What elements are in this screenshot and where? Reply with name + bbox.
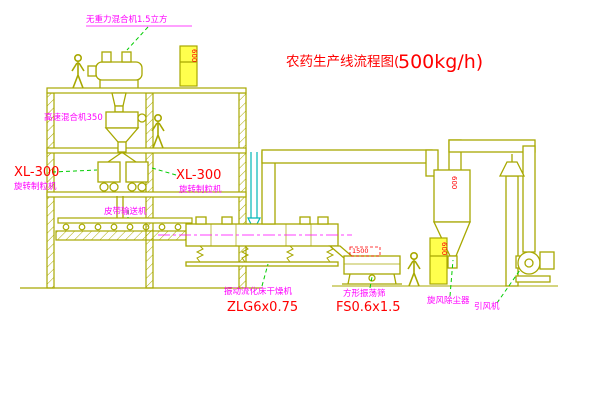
cabinet-top-text: 600: [190, 49, 198, 62]
label-sieve-dimension: 1500: [352, 247, 369, 255]
cyclone-size-text: 600: [450, 176, 458, 189]
worker-figure: [151, 114, 165, 149]
cyclone-separator: [432, 169, 471, 269]
title-capacity: 500kg/h): [398, 51, 483, 73]
label-square-sieve: 方形振荡筛: [343, 288, 386, 299]
dryer-spring: [196, 245, 204, 263]
control-cabinet-top: [179, 45, 198, 87]
dryer-spring: [326, 245, 334, 263]
cabinet-right-text: 600: [440, 242, 448, 255]
square-sieve: [342, 255, 402, 285]
label-belt-conveyor: 皮带输送机: [104, 206, 147, 217]
sieve-inlet-dashed: [349, 246, 381, 257]
label-granulator-right: 旋转制粒机: [179, 184, 222, 195]
high-speed-mixer: [104, 105, 147, 153]
building-frame: [20, 87, 262, 289]
title-main: 农药生产线流程图(: [286, 54, 399, 70]
exhaust-stack: [498, 154, 526, 287]
worker-figure: [71, 53, 85, 89]
diagram-labels: 农药生产线流程图( 500kg/h) 无重力混合机1.5立方 高速混合机350 …: [14, 14, 500, 315]
zero-gravity-mixer: [87, 51, 143, 107]
worker-figure: [407, 252, 421, 287]
rotary-granulators: [97, 152, 149, 218]
label-granulator-left-model: XL-300: [14, 165, 59, 180]
dryer-spring: [286, 245, 294, 263]
feed-pipe: [247, 152, 261, 225]
label-induced-draft-fan: 引风机: [474, 301, 500, 312]
leader-lines: [51, 26, 521, 304]
label-granulator-right-model: XL-300: [176, 168, 221, 183]
label-fluid-bed-dryer-model: ZLG6x0.75: [227, 300, 298, 315]
label-cyclone-dust-collector: 旋风除尘器: [427, 295, 470, 306]
label-high-speed-mixer: 高速混合机350: [44, 112, 103, 123]
label-square-sieve-model: FS0.6x1.5: [336, 300, 401, 315]
induced-draft-fan: [515, 251, 555, 283]
control-cabinet-right: [429, 237, 448, 285]
label-zero-gravity-mixer: 无重力混合机1.5立方: [86, 14, 168, 25]
label-fluid-bed-dryer: 振动流化床干燥机: [224, 286, 293, 297]
belt-conveyor: [55, 217, 197, 241]
exhaust-ducts: [261, 139, 536, 253]
label-granulator-left: 旋转制粒机: [14, 181, 57, 192]
